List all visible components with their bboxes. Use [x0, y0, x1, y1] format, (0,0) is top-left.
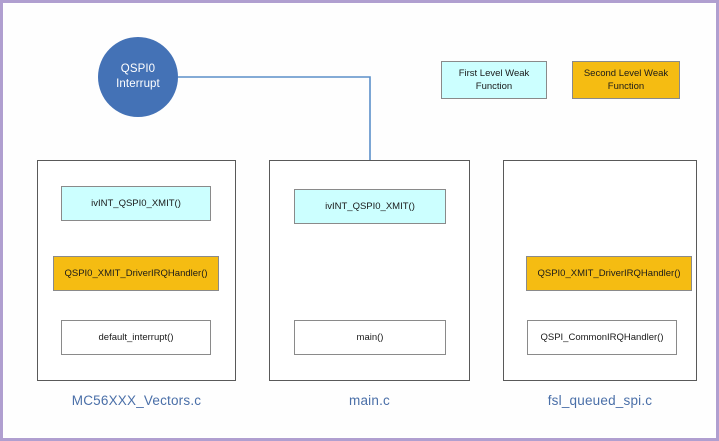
legend-first-level-weak-line2: Function	[475, 81, 513, 92]
interrupt-node-line1: QSPI0	[120, 63, 156, 75]
file-label-main: main.c	[349, 393, 390, 408]
file-label-vectors: MC56XXX_Vectors.c	[71, 393, 202, 408]
file-label-fsl-queued-spi: fsl_queued_spi.c	[547, 393, 653, 408]
legend-second-level-weak-line1: Second Level Weak	[583, 68, 669, 79]
function-box-fsl-qspi-commonirqhandler: QSPI_CommonIRQHandler()	[527, 320, 677, 355]
function-box-main-ivint-qspi0-xmit: ivINT_QSPI0_XMIT()	[294, 189, 446, 224]
legend-first-level-weak-line1: First Level Weak	[458, 68, 530, 79]
interrupt-node-line2: Interrupt	[116, 78, 160, 90]
function-box-vectors-qspi0-xmit-driverirqhandler: QSPI0_XMIT_DriverIRQHandler()	[53, 256, 219, 291]
legend-first-level-weak: First Level Weak Function	[441, 61, 547, 99]
function-box-main-main: main()	[294, 320, 446, 355]
function-box-fsl-qspi0-xmit-driverirqhandler: QSPI0_XMIT_DriverIRQHandler()	[526, 256, 692, 291]
legend-second-level-weak: Second Level Weak Function	[572, 61, 680, 99]
function-box-vectors-ivint-qspi0-xmit: ivINT_QSPI0_XMIT()	[61, 186, 211, 221]
function-box-vectors-default-interrupt: default_interrupt()	[61, 320, 211, 355]
interrupt-source-node: QSPI0 Interrupt	[98, 37, 178, 117]
legend-second-level-weak-line2: Function	[607, 81, 645, 92]
